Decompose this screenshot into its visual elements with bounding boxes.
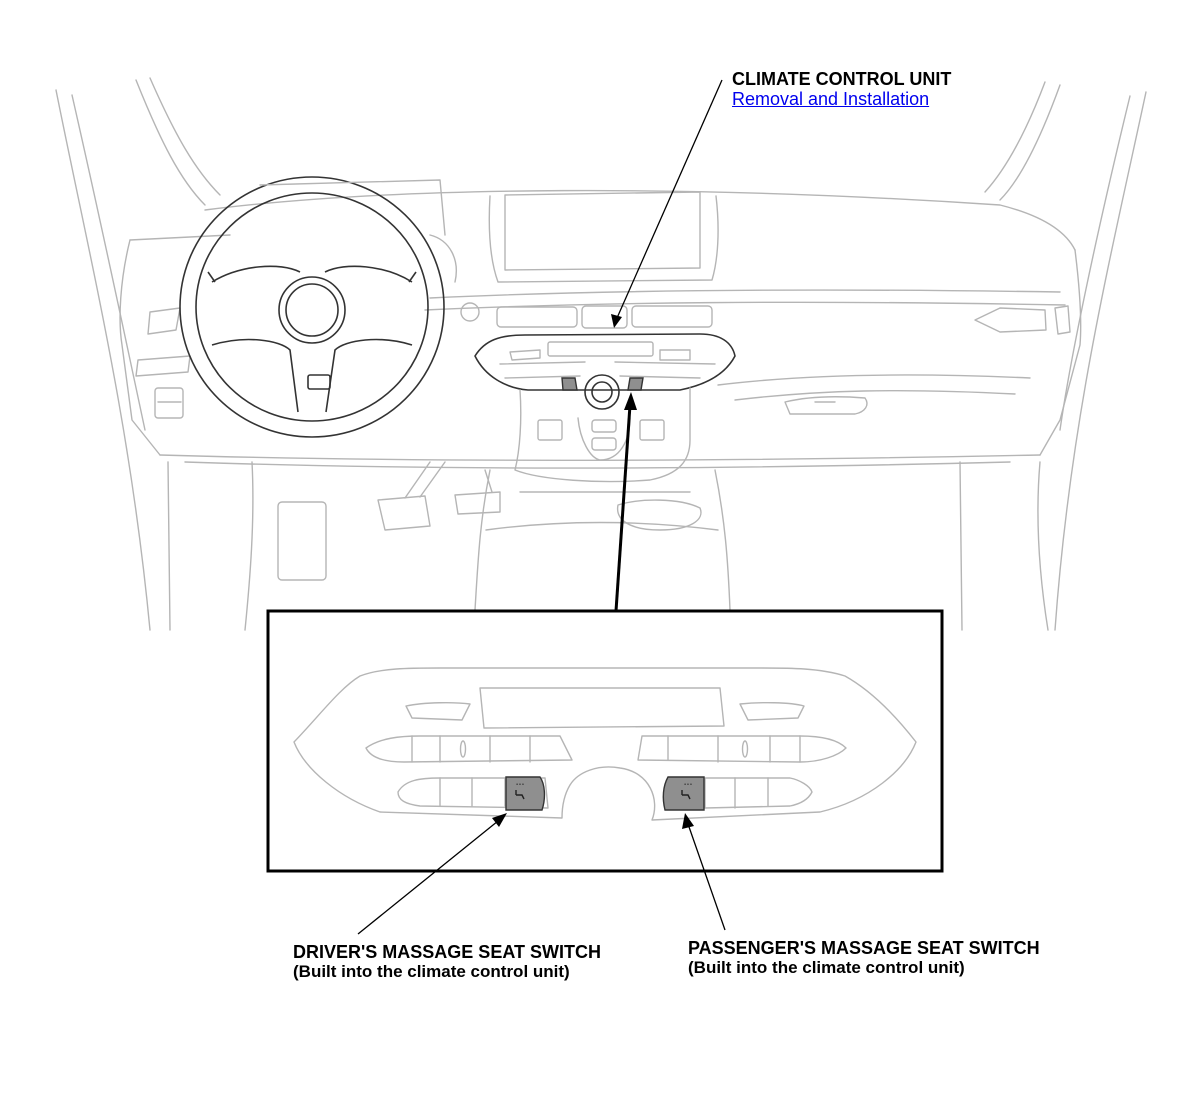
svg-text:•••: ••• (684, 782, 693, 788)
leader-passenger-switch (682, 813, 726, 931)
callout-climate-control-unit: CLIMATE CONTROL UNIT Removal and Install… (732, 69, 951, 110)
lower-dash (167, 461, 1049, 631)
climate-control-unit-label: CLIMATE CONTROL UNIT (732, 69, 952, 89)
dashboard-body (119, 189, 1082, 469)
center-vents (460, 302, 713, 329)
leader-climate-control (611, 79, 723, 328)
driver-massage-switch: ••• (505, 776, 546, 811)
leader-driver-switch (357, 813, 507, 935)
svg-text:•••: ••• (516, 782, 525, 788)
climate-control-panel-enlarged (293, 667, 917, 821)
a-pillar-left (55, 77, 221, 631)
callout-driver-switch: DRIVER'S MASSAGE SEAT SWITCH (Built into… (293, 942, 601, 982)
driver-switch-note: (Built into the climate control unit) (293, 962, 570, 981)
passenger-switch-label: PASSENGER'S MASSAGE SEAT SWITCH (688, 938, 1040, 958)
leader-inset (614, 392, 637, 612)
callout-passenger-switch: PASSENGER'S MASSAGE SEAT SWITCH (Built i… (688, 938, 1040, 978)
right-vent (784, 305, 1071, 415)
steering-wheel (179, 176, 445, 438)
inset-frame (266, 609, 944, 873)
driver-switch-label: DRIVER'S MASSAGE SEAT SWITCH (293, 942, 601, 962)
left-vent (135, 307, 191, 419)
passenger-massage-switch: ••• (662, 776, 705, 811)
removal-installation-link[interactable]: Removal and Installation (732, 89, 930, 109)
a-pillar-right (984, 81, 1147, 631)
center-display (488, 191, 719, 283)
instrument-cluster (259, 179, 457, 283)
center-console (474, 387, 731, 611)
climate-control-panel-main (474, 333, 736, 410)
passenger-switch-note: (Built into the climate control unit) (688, 958, 965, 977)
